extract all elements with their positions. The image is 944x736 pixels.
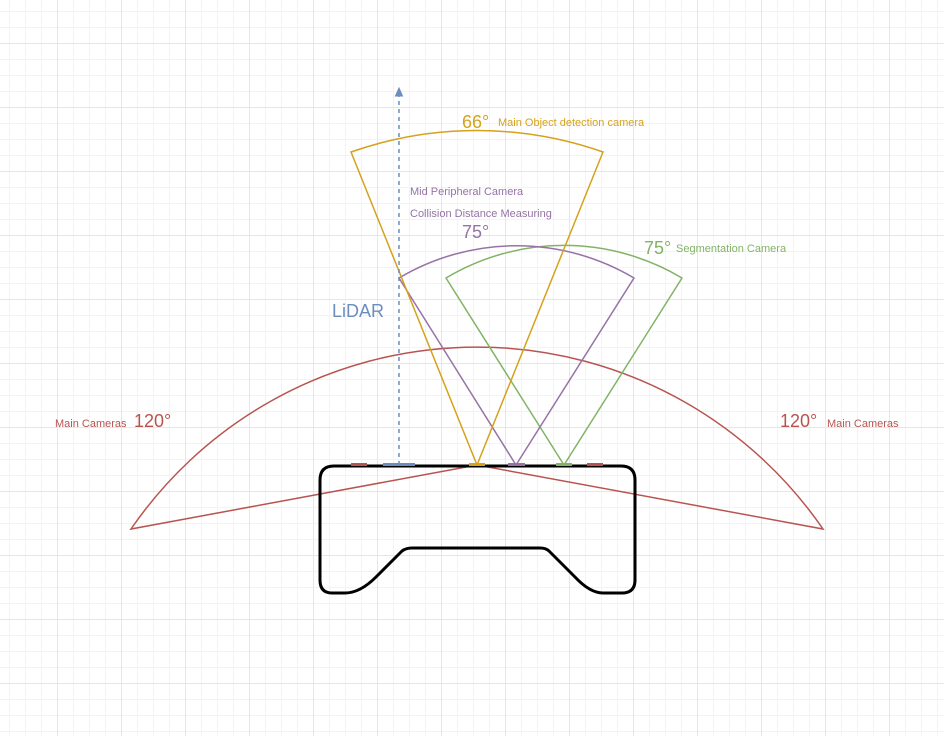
lidar-mount: [383, 463, 415, 466]
segmentation-camera-label: Segmentation Camera: [676, 243, 787, 255]
mid-peripheral-camera-fov: [397, 244, 636, 467]
main-cameras-right-angle: 120°: [780, 411, 817, 431]
object-camera-angle: 66°: [462, 112, 489, 132]
object-detection-camera-fov: [350, 129, 604, 468]
main-cameras-fov: [129, 346, 825, 531]
main-cameras-right-label: Main Cameras: [827, 418, 899, 430]
collision-distance-label: Collision Distance Measuring: [410, 208, 552, 220]
lidar-arrowhead-icon: [394, 86, 404, 97]
main-cameras-left-label: Main Cameras: [55, 418, 127, 430]
object-camera-mount: [469, 463, 485, 466]
lidar-label: LiDAR: [332, 301, 384, 321]
right-main-camera-mount: [587, 463, 603, 466]
mid-peripheral-camera-label: Mid Peripheral Camera: [410, 186, 524, 198]
main-cameras-left-angle: 120°: [134, 411, 171, 431]
mid-peripheral-angle: 75°: [462, 222, 489, 242]
object-camera-label: Main Object detection camera: [498, 117, 645, 129]
segmentation-camera-angle: 75°: [644, 238, 671, 258]
vehicle-body: [318, 464, 637, 595]
segmentation-camera-fov: [444, 244, 684, 467]
mid-peripheral-camera-mount: [508, 463, 525, 466]
left-main-camera-mount: [351, 463, 367, 466]
segmentation-camera-mount: [556, 463, 572, 466]
